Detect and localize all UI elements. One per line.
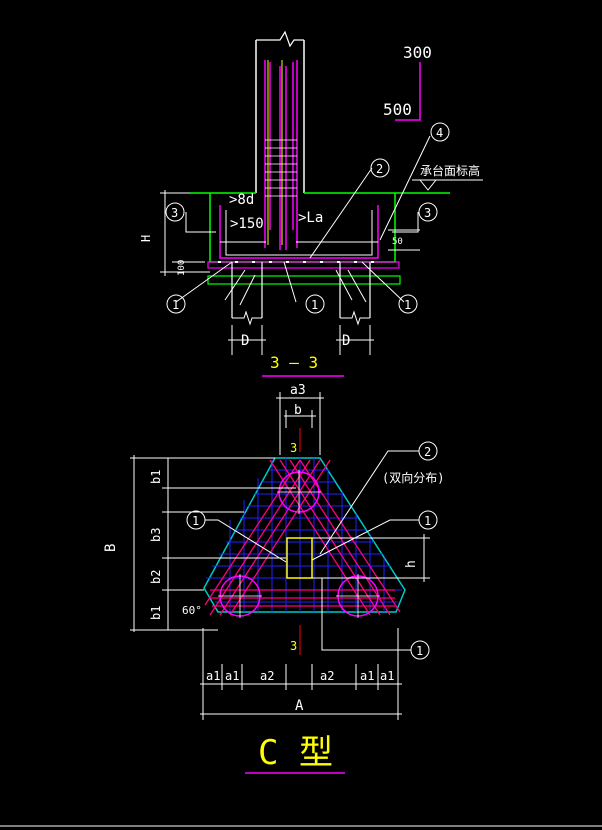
dim-a3: a3 [290, 383, 306, 398]
dim-a2-left: a2 [260, 669, 274, 683]
break-line [256, 30, 304, 48]
column-plan [286, 537, 313, 579]
callout-2: 2 [376, 162, 383, 176]
callout-1-left: 1 [172, 298, 179, 312]
type-title: C 型 [258, 733, 333, 773]
triangular-cap [203, 457, 406, 613]
cap-top-level: 承台面标高 [420, 163, 480, 178]
dim-a1-3: a1 [360, 669, 374, 683]
section-callouts: 4 2 3 3 1 1 1 [165, 122, 450, 314]
callout-1-right: 1 [404, 298, 411, 312]
section-view: D D H 100 50 >8d >150 >La 300 500 承台面标高 … [139, 30, 483, 377]
column-rebar [264, 60, 298, 250]
dim-b-top: b [294, 403, 302, 418]
dim-500: 500 [383, 100, 412, 119]
dim-d-right: D [342, 333, 350, 349]
dim-a2-right: a2 [320, 669, 334, 683]
callout-3-right: 3 [424, 206, 431, 220]
plan-callout-1-right: 1 [424, 514, 431, 528]
plan-callout-2: 2 [424, 445, 431, 459]
dim-a1-2: a1 [225, 669, 239, 683]
dim-300: 300 [403, 43, 432, 62]
dim-50: 50 [392, 237, 403, 247]
section-mark-bottom: 3 [290, 639, 297, 653]
angle-60: 60° [182, 604, 202, 617]
dim-a1-1: a1 [206, 669, 220, 683]
plan-view: 3 3 a3 b B b1 b3 b2 b1 60° h a1 a1 a2 a2… [103, 383, 444, 774]
callout-4: 4 [436, 126, 443, 140]
section-title: 3 — 3 [270, 353, 318, 372]
section-mark-top: 3 [290, 441, 297, 455]
two-way-note: (双向分布) [382, 470, 444, 485]
dim-h-plan: h [404, 560, 419, 568]
callout-1-mid: 1 [311, 298, 318, 312]
dim-100: 100 [177, 260, 187, 276]
dim-b2: b2 [149, 570, 163, 584]
plan-callout-1-left: 1 [192, 514, 199, 528]
dim-h-total: H [139, 235, 153, 242]
anchor-la: >La [298, 210, 323, 226]
anchor-150: >150 [230, 216, 264, 232]
dim-b1-low: b1 [149, 606, 163, 620]
dim-b1-top: b1 [149, 470, 163, 484]
dim-b3: b3 [149, 528, 163, 542]
piles [231, 262, 371, 318]
column-stirrups [265, 139, 297, 197]
cushion-layer [207, 275, 401, 285]
anchor-8d: >8d [229, 192, 254, 208]
dim-a1-4: a1 [380, 669, 394, 683]
dim-B: B [103, 544, 119, 552]
callout-3-left: 3 [171, 206, 178, 220]
dim-d-left: D [241, 333, 249, 349]
dim-A: A [295, 698, 304, 714]
plan-callout-1-bottom: 1 [416, 644, 423, 658]
